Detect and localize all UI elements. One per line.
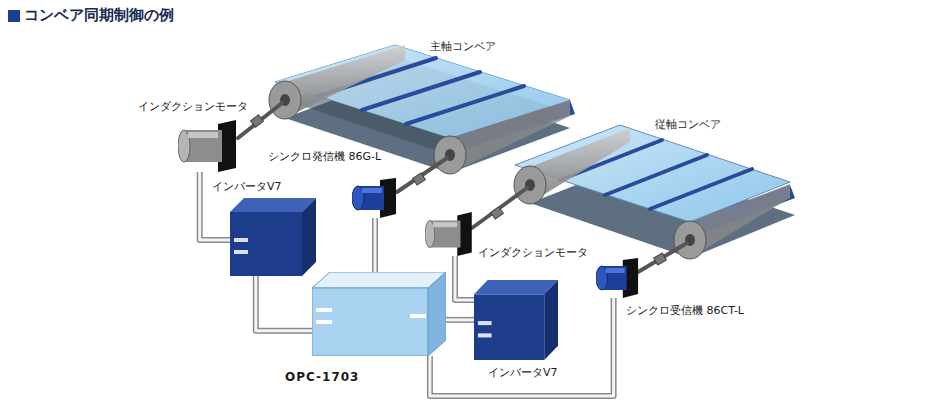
induction-motor: インダクションモータ	[425, 212, 475, 256]
device-label: インバータV7	[488, 366, 558, 380]
inverter-icon	[474, 280, 558, 360]
synchro-transmitter-icon	[352, 178, 398, 218]
conveyor-label: 主軸コンベア	[430, 40, 496, 54]
cable	[446, 319, 474, 320]
inverter: インバータV7	[230, 198, 316, 276]
device-label: シンクロ発信機 86G-L	[268, 150, 381, 164]
cable	[256, 276, 312, 331]
induction-motor: インダクションモータ	[178, 120, 240, 172]
controller-box: OPC-1703	[312, 272, 446, 356]
diagram-title: コンベア同期制御の例	[24, 6, 174, 25]
conveyor-label: 従軸コンベア	[655, 118, 721, 132]
main-conveyor	[269, 45, 575, 174]
device-label: インバータV7	[212, 180, 282, 194]
title-square	[8, 10, 20, 22]
cable	[375, 218, 376, 272]
synchro-transmitter: シンクロ発信機 86G-L	[352, 178, 398, 218]
cable	[455, 256, 474, 300]
device-label: インダクションモータ	[138, 100, 248, 114]
device-label: OPC-1703	[285, 370, 359, 384]
induction-motor-icon	[178, 120, 240, 172]
synchro-receiver: シンクロ受信機 86CT-L	[596, 258, 640, 298]
secondary-conveyor	[514, 125, 795, 259]
device-label: インダクションモータ	[478, 246, 588, 260]
controller-box-icon	[312, 272, 446, 356]
device-label: シンクロ受信機 86CT-L	[626, 304, 744, 318]
induction-motor-icon	[425, 212, 475, 256]
synchro-receiver-icon	[596, 258, 640, 298]
inverter: インバータV7	[474, 280, 558, 360]
inverter-icon	[230, 198, 316, 276]
